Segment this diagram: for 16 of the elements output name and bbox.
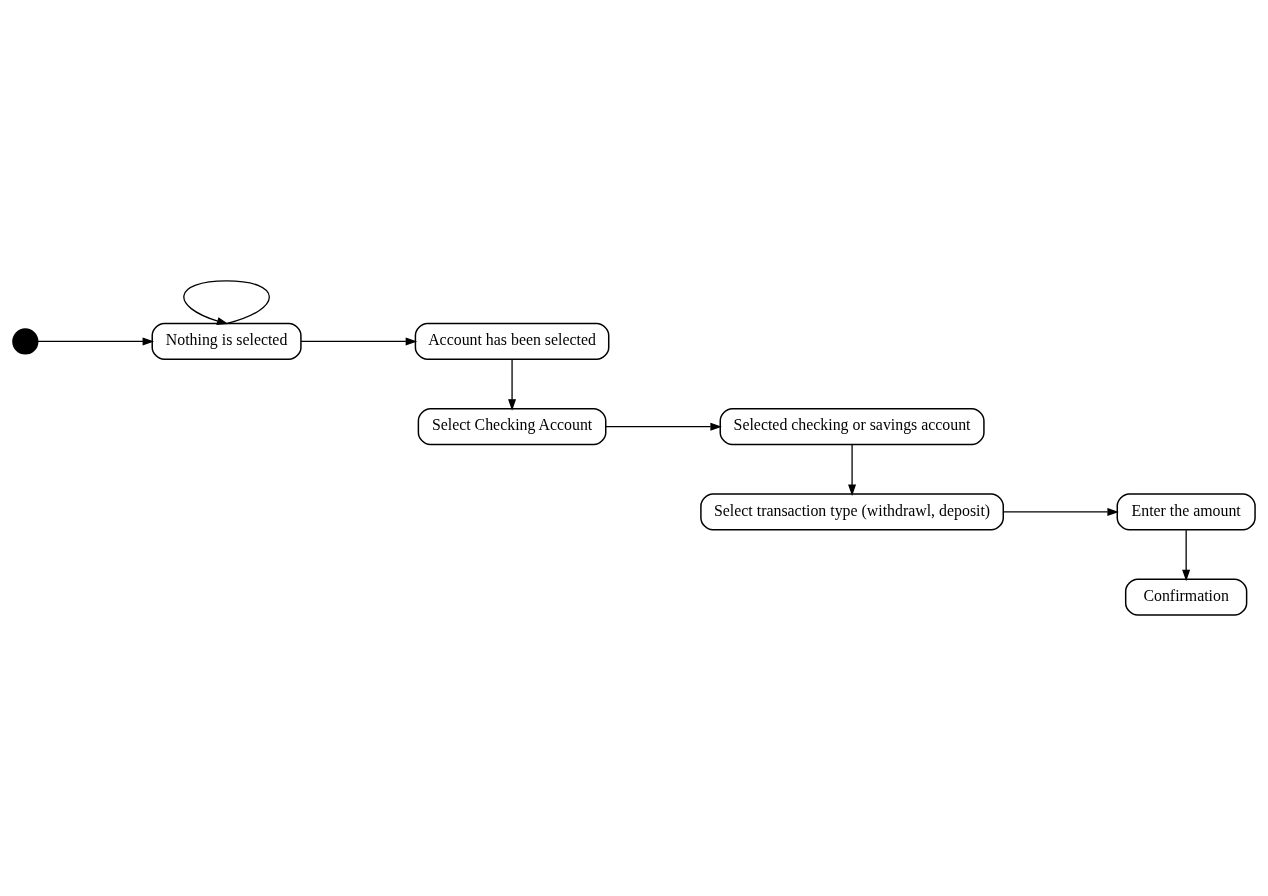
arrow (183, 280, 270, 325)
node-box: Enter the amount (1116, 493, 1256, 531)
node-box: Select transaction type (withdrawl, deposit) (700, 493, 1004, 531)
arrow (1182, 529, 1191, 582)
node-circle (12, 328, 39, 355)
arrow (508, 359, 517, 411)
node-box: Confirmation (1124, 578, 1248, 616)
arrow (1002, 507, 1119, 516)
node-box: Nothing is selected (151, 322, 302, 361)
arrow (37, 337, 155, 346)
node-box: Selected checking or savings account (719, 408, 985, 446)
node-box: Select Checking Account (417, 408, 607, 446)
arrow (300, 337, 418, 346)
node-box: Account has been selected (414, 322, 610, 361)
arrow (605, 422, 722, 431)
arrow (848, 444, 857, 496)
